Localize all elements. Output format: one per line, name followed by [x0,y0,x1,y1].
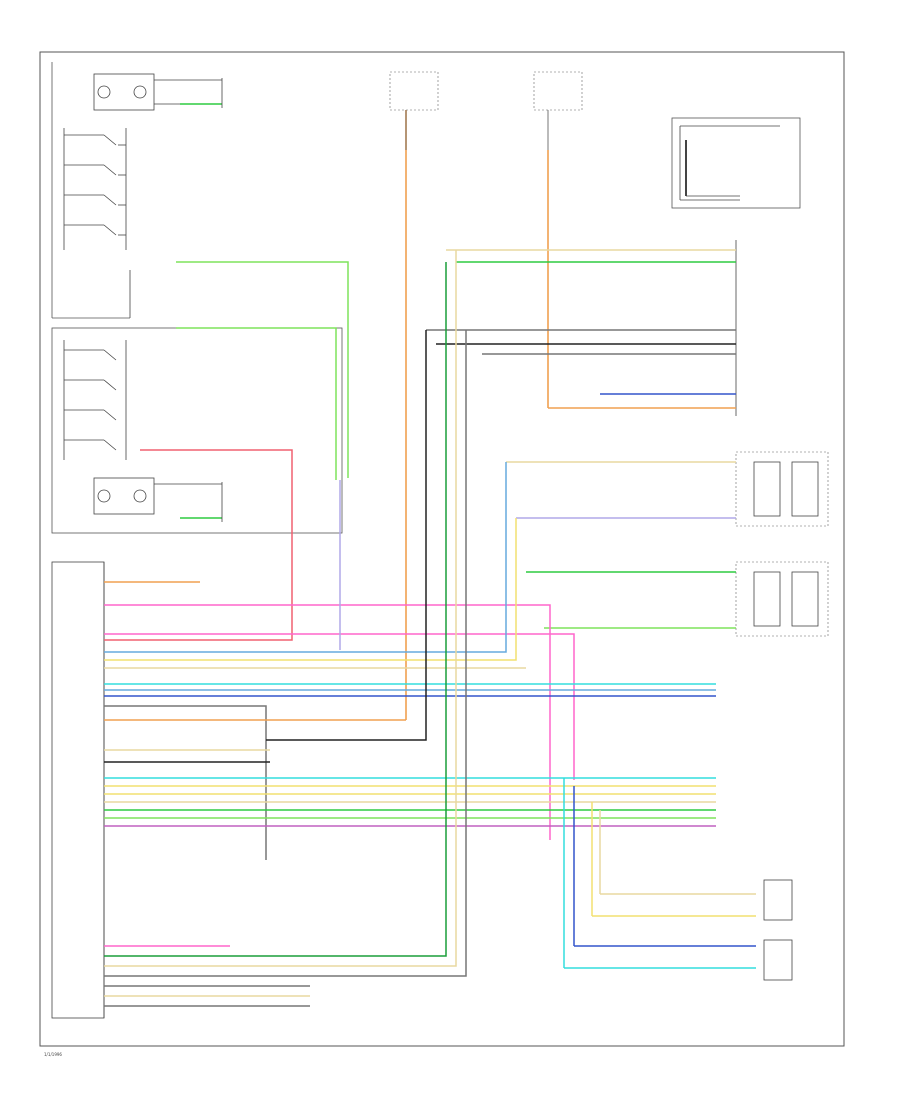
wire-black [266,330,427,741]
right-front-speakers [735,451,829,637]
fuse-block-1 [389,71,439,720]
wire-lightgreen [176,327,337,480]
antenna-module-box [671,117,801,209]
wire-gray [104,705,267,860]
wire-gray [104,330,467,977]
rear-speaker-boxes [763,879,793,981]
wire-darkgreen [104,262,447,957]
fuse-block-2 [533,71,583,408]
wire-red [104,449,293,641]
wire-tan [104,250,457,967]
wire-yellow [104,518,517,661]
wire-pink [104,604,551,840]
steering-wheel-controls-block [51,62,223,319]
radio-controls-block [51,327,343,534]
diagram-frame [39,51,845,1047]
wire-layer [104,249,756,1007]
radio-module [51,561,105,1019]
wire-pink [104,633,575,780]
wire-lightblue [104,462,507,653]
wire-lightgreen [176,261,349,478]
footer-code: 1/1/1996 [44,1052,62,1057]
